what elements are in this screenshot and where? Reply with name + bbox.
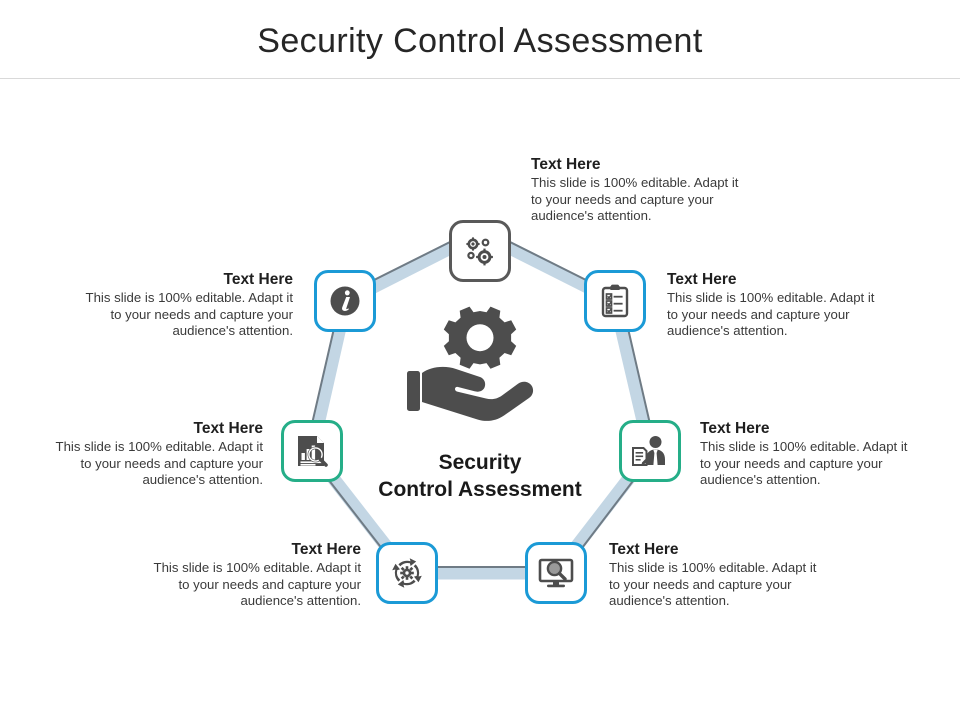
monitor-magnifier-icon <box>538 558 574 588</box>
node-top-gears[interactable] <box>449 220 511 282</box>
textblock-left-title: Text Here <box>193 420 264 437</box>
heptagon-cycle-diagram: Security Control Assessment Text Here Th… <box>0 79 960 720</box>
textblock-lower-right-title: Text Here <box>609 541 679 558</box>
hand-holding-gear-icon <box>407 306 534 421</box>
report-analysis-icon <box>298 436 328 467</box>
textblock-lower-right: Text Here This slide is 100% editable. A… <box>609 540 820 610</box>
node-upper-left-info[interactable] <box>314 270 376 332</box>
textblock-lower-left-title: Text Here <box>291 541 362 558</box>
textblock-left: Text Here This slide is 100% editable. A… <box>48 419 263 489</box>
node-left-report-analysis[interactable] <box>281 420 343 482</box>
textblock-right-body: This slide is 100% editable. Adapt it to… <box>700 439 908 487</box>
textblock-upper-left-title: Text Here <box>223 271 294 288</box>
node-lower-right-monitor-magnifier[interactable] <box>525 542 587 604</box>
textblock-top-body: This slide is 100% editable. Adapt it to… <box>531 175 739 223</box>
slide-header: Security Control Assessment <box>0 0 960 79</box>
clipboard-checklist-icon <box>601 284 629 318</box>
textblock-right-title: Text Here <box>700 420 770 437</box>
textblock-upper-right: Text Here This slide is 100% editable. A… <box>667 270 884 340</box>
textblock-top-title: Text Here <box>531 156 601 173</box>
textblock-right: Text Here This slide is 100% editable. A… <box>700 419 915 489</box>
cycle-gear-icon <box>392 558 422 588</box>
textblock-upper-right-body: This slide is 100% editable. Adapt it to… <box>667 290 875 338</box>
person-document-icon <box>632 436 665 466</box>
textblock-left-body: This slide is 100% editable. Adapt it to… <box>55 439 263 487</box>
node-upper-right-clipboard[interactable] <box>584 270 646 332</box>
textblock-upper-left: Text Here This slide is 100% editable. A… <box>80 270 293 340</box>
center-label-line1: Security <box>438 451 522 474</box>
textblock-top: Text Here This slide is 100% editable. A… <box>531 155 747 225</box>
info-circle-icon <box>330 286 360 316</box>
textblock-lower-left: Text Here This slide is 100% editable. A… <box>145 540 361 610</box>
center-label-line2: Control Assessment <box>378 478 582 501</box>
textblock-lower-left-body: This slide is 100% editable. Adapt it to… <box>153 560 361 608</box>
gears-icon <box>466 237 493 266</box>
textblock-lower-right-body: This slide is 100% editable. Adapt it to… <box>609 560 817 608</box>
node-right-person-document[interactable] <box>619 420 681 482</box>
page-title: Security Control Assessment <box>257 22 703 60</box>
node-lower-left-cycle-gear[interactable] <box>376 542 438 604</box>
textblock-upper-right-title: Text Here <box>667 271 737 288</box>
textblock-upper-left-body: This slide is 100% editable. Adapt it to… <box>85 290 293 338</box>
center-label: Security Control Assessment <box>330 449 630 503</box>
